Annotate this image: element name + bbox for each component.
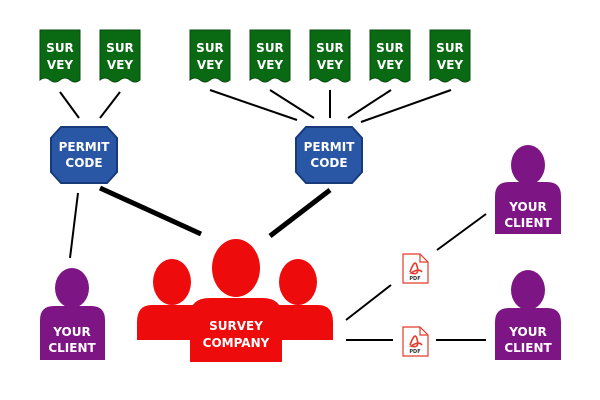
survey-label-line2: VEY bbox=[377, 58, 403, 72]
survey-document-icon bbox=[99, 29, 141, 83]
client-label-line1: YOUR bbox=[508, 200, 546, 214]
survey-label-line2: VEY bbox=[437, 58, 463, 72]
pdf-document-icon bbox=[402, 326, 429, 357]
survey-document: SUR VEY bbox=[369, 29, 411, 83]
survey-label-line1: SUR bbox=[316, 41, 344, 55]
client-node: YOUR CLIENT bbox=[495, 270, 561, 360]
connector-survey3-permit2 bbox=[209, 89, 298, 121]
survey-label-line1: SUR bbox=[106, 41, 134, 55]
survey-document-icon bbox=[309, 29, 351, 83]
pdf-label: PDF bbox=[409, 349, 420, 355]
survey-document: SUR VEY bbox=[39, 29, 81, 83]
survey-document: SUR VEY bbox=[99, 29, 141, 83]
connector-permit2-company bbox=[268, 188, 332, 238]
client-label-line2: CLIENT bbox=[504, 341, 552, 355]
connector-survey1-permit1 bbox=[59, 91, 80, 119]
survey-document-icon bbox=[429, 29, 471, 83]
connector-permit1-client bbox=[69, 192, 79, 259]
connector-pdf-upper-client bbox=[436, 213, 487, 251]
survey-label-line2: VEY bbox=[107, 58, 133, 72]
connector-permit1-company bbox=[98, 185, 203, 237]
survey-document-icon bbox=[369, 29, 411, 83]
survey-label-line1: SUR bbox=[436, 41, 464, 55]
connector-survey4-permit2 bbox=[269, 89, 315, 119]
pdf-document: PDF bbox=[402, 326, 429, 357]
survey-document: SUR VEY bbox=[189, 29, 231, 83]
survey-label-line2: VEY bbox=[47, 58, 73, 72]
survey-document: SUR VEY bbox=[249, 29, 291, 83]
client-label-line2: CLIENT bbox=[48, 341, 96, 355]
client-label-line2: CLIENT bbox=[504, 216, 552, 230]
person-icon bbox=[40, 268, 105, 360]
person-group-icon bbox=[137, 239, 333, 362]
person-icon bbox=[495, 270, 561, 360]
client-label-line1: YOUR bbox=[52, 325, 90, 339]
survey-label-line2: VEY bbox=[257, 58, 283, 72]
permit-label-line2: CODE bbox=[310, 156, 347, 170]
survey-label-line1: SUR bbox=[376, 41, 404, 55]
company-label-line2: COMPANY bbox=[203, 336, 270, 350]
permit-label-line1: PERMIT bbox=[304, 140, 356, 154]
client-label-line1: YOUR bbox=[508, 325, 546, 339]
survey-document-icon bbox=[249, 29, 291, 83]
permit-code-node: PERMIT CODE bbox=[295, 126, 363, 184]
connector-survey7-permit2 bbox=[360, 89, 452, 123]
connector-company-pdf-upper bbox=[345, 284, 392, 321]
pdf-label: PDF bbox=[409, 276, 420, 282]
survey-label-line1: SUR bbox=[46, 41, 74, 55]
survey-company-node: SURVEY COMPANY bbox=[137, 239, 333, 362]
client-node: YOUR CLIENT bbox=[40, 268, 105, 360]
survey-document: SUR VEY bbox=[429, 29, 471, 83]
survey-label-line1: SUR bbox=[196, 41, 224, 55]
person-icon bbox=[495, 145, 561, 234]
permit-octagon-icon bbox=[295, 126, 363, 184]
pdf-document: PDF bbox=[402, 253, 429, 284]
survey-document-icon bbox=[39, 29, 81, 83]
survey-label-line2: VEY bbox=[197, 58, 223, 72]
pdf-document-icon bbox=[402, 253, 429, 284]
permit-code-node: PERMIT CODE bbox=[50, 126, 118, 184]
survey-document: SUR VEY bbox=[309, 29, 351, 83]
permit-label-line2: CODE bbox=[65, 156, 102, 170]
survey-document-icon bbox=[189, 29, 231, 83]
survey-label-line2: VEY bbox=[317, 58, 343, 72]
connector-survey2-permit1 bbox=[99, 91, 121, 119]
survey-label-line1: SUR bbox=[256, 41, 284, 55]
permit-octagon-icon bbox=[50, 126, 118, 184]
company-label-line1: SURVEY bbox=[209, 319, 263, 333]
connector-survey6-permit2 bbox=[347, 89, 392, 119]
connector-lines bbox=[59, 89, 487, 341]
permit-label-line1: PERMIT bbox=[59, 140, 111, 154]
client-node: YOUR CLIENT bbox=[495, 145, 561, 234]
